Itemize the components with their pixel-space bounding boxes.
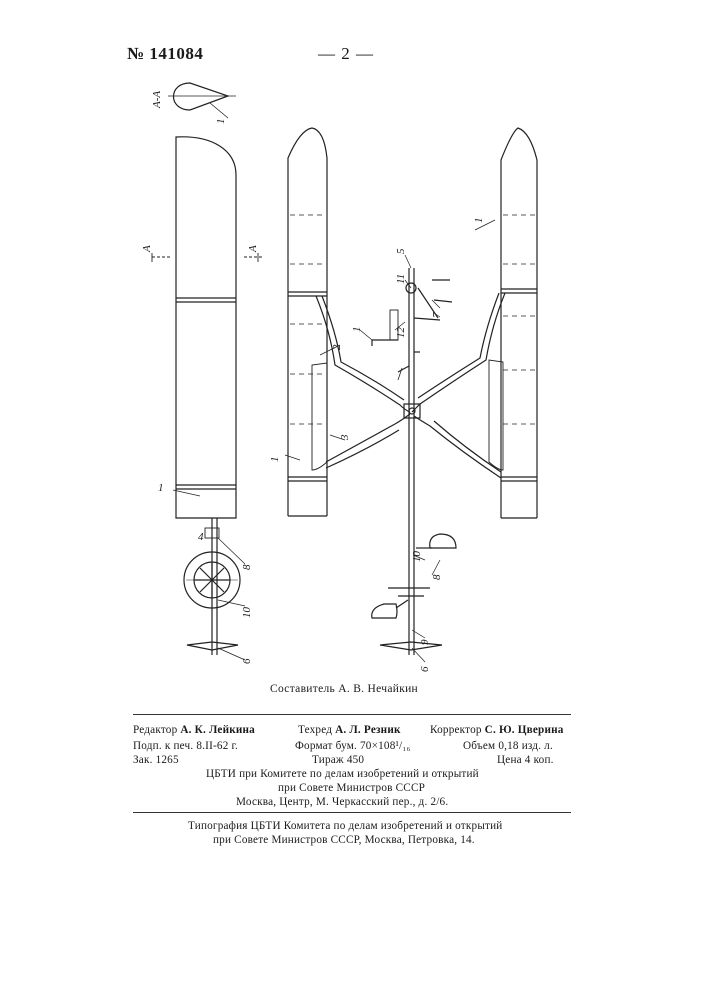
label-section-aa: А-А <box>151 91 163 109</box>
label-part-12: 12 <box>395 327 407 339</box>
publisher-line-2: при Совете Министров СССР <box>278 782 425 794</box>
techred: Техред А. Л. Резник <box>298 724 401 736</box>
editor: Редактор А. К. Лейкина <box>133 724 255 736</box>
label-part-9: 9 <box>419 639 431 645</box>
printer-line-1: Типография ЦБТИ Комитета по делам изобре… <box>188 820 503 832</box>
signed-date: Подп. к печ. 8.II-62 г. <box>133 740 238 752</box>
label-part-6-plan: 6 <box>419 666 431 672</box>
volume: Объем 0,18 изд. л. <box>463 740 553 752</box>
label-part-11: 11 <box>395 274 407 284</box>
label-part-1-right: 1 <box>473 218 485 224</box>
label-part-1-section: 1 <box>215 119 227 125</box>
label-part-1-side: 1 <box>158 482 164 494</box>
label-part-2: 2 <box>331 344 343 350</box>
divider-bottom <box>133 812 571 813</box>
compiler-line: Составитель А. В. Нечайкин <box>270 683 418 695</box>
label-part-8-side: 8 <box>241 564 253 570</box>
label-arrow-a-left: А <box>141 245 153 253</box>
publisher-line-1: ЦБТИ при Комитете по делам изобретений и… <box>206 768 479 780</box>
printer-line-2: при Совете Министров СССР, Москва, Петро… <box>213 834 475 846</box>
label-part-7: 7 <box>431 312 443 318</box>
right-float-plan <box>501 128 537 518</box>
price: Цена 4 коп. <box>497 754 554 766</box>
label-part-6-side: 6 <box>241 658 253 664</box>
label-part-1-lever: 1 <box>351 327 363 333</box>
leader-lines <box>285 220 495 662</box>
label-part-10-plan: 10 <box>411 551 423 563</box>
divider-top <box>133 714 571 715</box>
section-profile <box>168 83 236 118</box>
label-part-5: 5 <box>395 248 407 254</box>
label-part-1-left-float: 1 <box>269 457 281 463</box>
label-part-4: 4 <box>198 531 204 543</box>
label-part-10-side: 10 <box>241 607 253 619</box>
side-view-drive <box>184 518 245 660</box>
float-side-view <box>152 137 262 518</box>
paper-format: Формат бум. 70×108¹/₁₆ <box>295 740 411 752</box>
order-number: Зак. 1265 <box>133 754 179 766</box>
corrector: Корректор С. Ю. Цверина <box>430 724 564 736</box>
label-part-8-plan: 8 <box>431 574 443 580</box>
publisher-line-3: Москва, Центр, М. Черкасский пер., д. 2/… <box>236 796 448 808</box>
circulation: Тираж 450 <box>312 754 364 766</box>
label-part-3: 3 <box>339 434 351 441</box>
label-arrow-a-right: А <box>247 245 259 253</box>
central-shaft <box>372 268 456 655</box>
